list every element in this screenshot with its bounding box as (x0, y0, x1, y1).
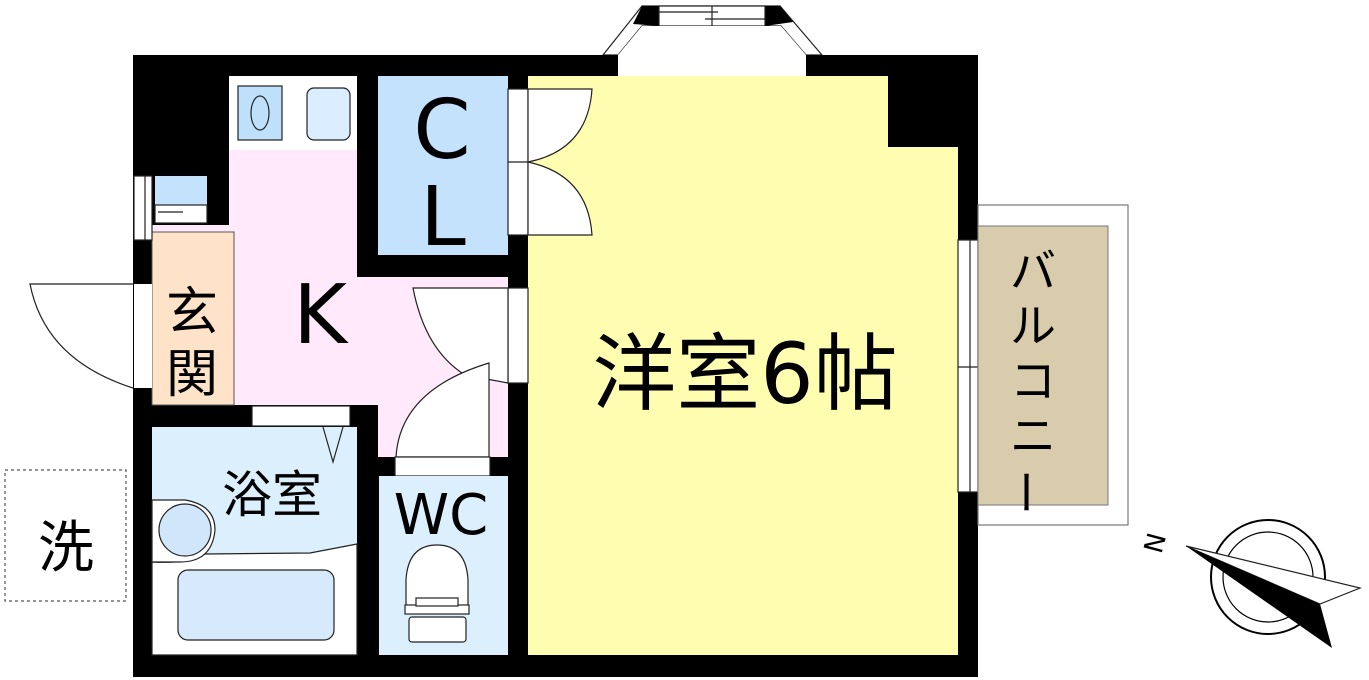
entrance-door[interactable] (29, 283, 134, 389)
washbasin-icon (158, 503, 212, 557)
balcony-char: コ (1010, 354, 1056, 408)
balcony (977, 225, 1109, 506)
balcony-window[interactable] (957, 239, 979, 493)
entrance-door-opening (134, 284, 152, 388)
bay-window (601, 5, 824, 56)
shoe-cabinet (155, 176, 207, 205)
balcony-char: バ (1010, 244, 1056, 298)
bay-window-opening (618, 55, 806, 77)
toilet-label: WC (394, 483, 488, 548)
bathroom-label: 浴室 (222, 466, 322, 524)
room-entrance (151, 231, 235, 406)
entrance-label-1: 玄 (166, 283, 218, 343)
closet-door-lower[interactable] (527, 161, 593, 236)
bathroom-door[interactable] (251, 405, 351, 427)
closet-label-l: L (420, 170, 466, 265)
compass-north-label: N (1136, 529, 1170, 556)
stove-icon (306, 87, 351, 141)
closet-label-c: C (413, 83, 470, 178)
entrance-label-2: 関 (166, 345, 218, 405)
window (133, 175, 153, 241)
western-room-label: 洋室6帖 (592, 325, 897, 423)
washer-space (4, 469, 127, 602)
balcony-label: バ ル コ ニ ー (998, 244, 1056, 515)
toilet-icon (404, 544, 470, 643)
balcony-char: ル (1010, 299, 1056, 353)
closet-door-upper[interactable] (527, 88, 593, 163)
room-closet (378, 76, 508, 255)
room-kitchen (152, 150, 508, 457)
balcony-char: ニ (1010, 409, 1056, 463)
balcony-char: ー (998, 469, 1052, 515)
kitchen-label: K (293, 268, 349, 363)
bathtub-icon (177, 569, 335, 641)
compass-icon (1185, 519, 1362, 648)
room-western (528, 76, 958, 655)
washer-label: 洗 (38, 516, 94, 581)
